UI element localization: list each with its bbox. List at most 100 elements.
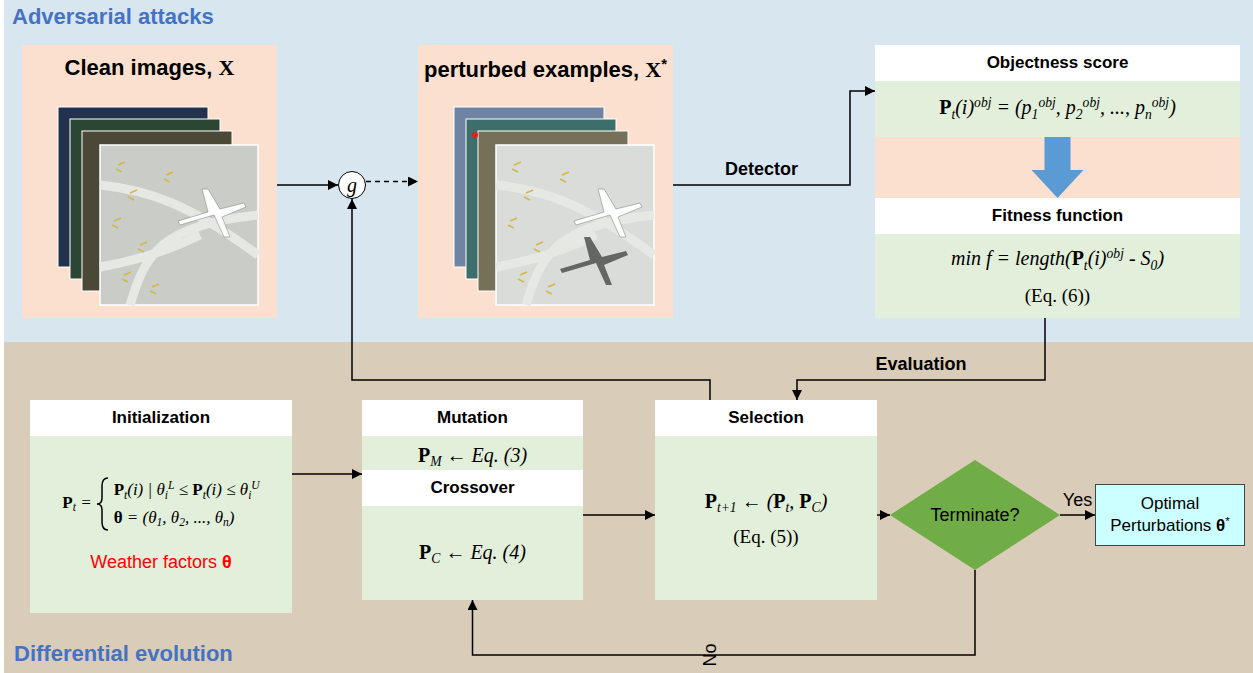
- box-body: Pt(i)obj = (p1obj, p2obj, ..., pnobj): [875, 81, 1240, 137]
- ground-mark: [518, 272, 527, 282]
- text-run: ): [1169, 97, 1176, 119]
- text-run: , θ: [162, 508, 179, 527]
- formula: PM ← Eq. (3): [418, 442, 527, 471]
- text-run: C: [812, 500, 821, 515]
- text-run: Terminate?: [930, 505, 1019, 525]
- text-run: Clean images,: [65, 55, 219, 80]
- text-run: n: [1145, 107, 1152, 122]
- ground-mark: [112, 218, 121, 228]
- formula: Pt+1 ← (Pt, PC): [705, 488, 828, 517]
- score-panel-ground: [875, 45, 1240, 318]
- text-run: obj: [1083, 95, 1100, 110]
- text-run: ): [229, 508, 235, 527]
- text-run: P: [705, 490, 717, 512]
- connector-arrow: [673, 91, 875, 185]
- text-run: i: [165, 489, 168, 502]
- text-run: Weather factors: [90, 552, 222, 572]
- box-body: PC ← Eq. (4): [362, 506, 583, 600]
- text-run: perturbed examples,: [424, 57, 645, 82]
- text-run: (i): [1088, 248, 1107, 270]
- image-set-box: Clean images, X: [22, 45, 277, 318]
- text-run: (i) ≤ θ: [206, 480, 248, 499]
- text-run: 2: [1076, 107, 1083, 122]
- process-box: SelectionPt+1 ← (Pt, PC)(Eq. (5)): [655, 400, 877, 600]
- connector-arrow: [877, 514, 890, 516]
- text-run: ≤: [174, 480, 192, 499]
- formula-box: Objectness scorePt(i)obj = (p1obj, p2obj…: [875, 45, 1240, 137]
- text-run: *: [1225, 515, 1230, 527]
- text-run: ): [821, 490, 828, 512]
- ground-mark: [512, 162, 521, 172]
- text-run: Optimal Perturbations: [1110, 494, 1216, 536]
- text-run: Differential evolution: [14, 641, 233, 666]
- label-anchor: Yes: [1063, 490, 1092, 511]
- formula: Pt(i)obj = (p1obj, p2obj, ..., pnobj): [939, 94, 1176, 123]
- title-holder: Differential evolution: [14, 641, 233, 667]
- attack-band: Clean images, Xgperturbed examples, X*Ob…: [4, 0, 1253, 342]
- ground-mark: [116, 162, 125, 172]
- text-run: g: [347, 174, 357, 196]
- text-run: P: [773, 490, 785, 512]
- formula: θ = (θ1, θ2, ..., θn): [114, 507, 235, 530]
- ground-mark: [508, 218, 517, 228]
- ground-mark: [524, 190, 533, 200]
- text-run: Crossover: [430, 478, 514, 497]
- brace-path: [97, 478, 108, 530]
- text-run: U: [251, 479, 259, 492]
- process-box: Mutation PM ← Eq. (3): [362, 400, 583, 477]
- text-run: = (p: [991, 97, 1031, 119]
- process-box: InitializationPt =Pt(i) | θiL ≤ Pt(i) ≤ …: [30, 400, 292, 613]
- decision-diamond: Terminate?: [890, 460, 1060, 570]
- text-run: obj: [974, 95, 991, 110]
- text-run: t: [124, 489, 127, 502]
- text-run: n: [223, 516, 229, 529]
- text-run: =: [76, 493, 92, 512]
- text-run: i: [248, 489, 251, 502]
- text-run: 1: [1032, 107, 1039, 122]
- box-header: Mutation: [362, 400, 583, 436]
- edge-label: Detector: [725, 159, 798, 180]
- plane: [574, 189, 642, 237]
- formula-box: Fitness function min f = length(Pt(i)obj …: [875, 198, 1240, 318]
- box-header: Fitness function: [875, 198, 1240, 234]
- ground-mark: [534, 242, 543, 252]
- connector-arrow: [292, 473, 362, 475]
- block-arrow: [1045, 137, 1071, 170]
- connector-arrow: [583, 514, 655, 516]
- operator-circle: g: [338, 171, 366, 199]
- airport-image: [496, 145, 654, 305]
- box-title: Clean images, X: [22, 45, 277, 81]
- text-run: = (θ: [123, 508, 157, 527]
- formula: min f = length(Pt(i)obj - S0): [951, 245, 1164, 274]
- connector-arrow: [797, 318, 1045, 400]
- attack-band-ground: [4, 0, 1253, 342]
- plane-shadow: [560, 237, 628, 285]
- ground-mark: [138, 242, 147, 252]
- box-title: perturbed examples, X*: [418, 45, 673, 83]
- process-box: CrossoverPC ← Eq. (4): [362, 470, 583, 600]
- edge-label: Yes: [1063, 490, 1092, 511]
- band-title: Differential evolution: [14, 641, 233, 667]
- text-run: ← Eq. (4): [440, 541, 526, 563]
- text-run: *: [661, 55, 667, 72]
- output-box: Optimal Perturbations θ*: [1095, 484, 1245, 546]
- ground-mark: [560, 172, 569, 182]
- image-set-box: perturbed examples, X*: [418, 45, 673, 318]
- formula-column: Pt(i) | θiL ≤ Pt(i) ≤ θiUθ = (θ1, θ2, ..…: [114, 478, 260, 530]
- diamond-outline: [890, 460, 1060, 570]
- ground-mark: [128, 190, 137, 200]
- text-run: , p: [1056, 97, 1076, 119]
- ground-mark: [164, 172, 173, 182]
- image-frame: [496, 145, 654, 305]
- text-run: C: [431, 551, 440, 566]
- box-header: Crossover: [362, 470, 583, 506]
- text-run: P: [1072, 248, 1084, 270]
- text-run: obj: [1152, 95, 1169, 110]
- text-run: P: [192, 480, 202, 499]
- text-run: t: [786, 500, 790, 515]
- text-run: Adversarial attacks: [12, 4, 214, 29]
- text-run: t: [1084, 258, 1088, 273]
- text-run: P: [419, 541, 431, 563]
- text-run: X: [645, 57, 661, 82]
